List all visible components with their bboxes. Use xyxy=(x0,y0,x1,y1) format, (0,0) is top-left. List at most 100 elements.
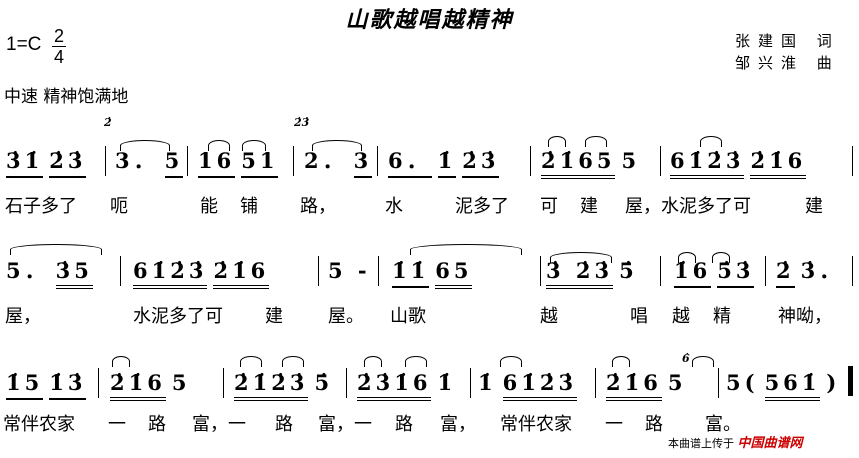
lyric: 建 xyxy=(805,196,823,217)
measure: 2̇3̇． xyxy=(776,258,850,288)
lyric: 神呦， xyxy=(778,306,832,327)
lyric: 屋， xyxy=(5,306,41,327)
barline xyxy=(852,256,853,286)
tie-slur xyxy=(208,140,230,151)
note-group: 3̇． xyxy=(800,258,845,283)
footer: 本曲谱上传于 中国曲谱网 xyxy=(668,432,803,451)
tie-slur xyxy=(612,356,630,367)
note-group: 61̇2̇3̇ xyxy=(502,370,578,401)
lyric: 常伴农家 xyxy=(500,414,572,435)
time-sig-bottom: 4 xyxy=(53,47,64,67)
key-signature: 1=C xyxy=(6,34,42,55)
tie-slur xyxy=(242,140,266,151)
note-group: 2̇1̇6 xyxy=(213,258,270,289)
tie-slur xyxy=(112,356,130,367)
barline xyxy=(718,368,719,398)
note-group: 3̇1̇ xyxy=(6,148,44,178)
barline xyxy=(98,368,99,398)
composer: 邹兴淮 曲 xyxy=(735,54,840,72)
note-group: 1̇ xyxy=(437,148,457,178)
lyric: 路， xyxy=(300,196,336,217)
note-group: 3． xyxy=(115,148,159,173)
measure: 2̇1̇2̇3̇5̇ xyxy=(234,370,339,401)
note-group: 1̇5 xyxy=(6,370,44,400)
tie-slur xyxy=(405,356,427,367)
note-group: 5̇ xyxy=(314,370,334,395)
tie-slur xyxy=(120,140,170,151)
lyric: 越 xyxy=(672,306,690,327)
barline xyxy=(187,146,188,176)
site-logo[interactable]: 中国曲谱网 xyxy=(737,436,803,451)
barline xyxy=(378,256,379,286)
lyric: 可 xyxy=(540,196,558,217)
lyric: 路 xyxy=(148,414,166,435)
note-group: 5． xyxy=(6,258,50,283)
lyric: 建 xyxy=(265,306,283,327)
note-group: ) xyxy=(826,370,841,395)
note-group: 1̇1̇ xyxy=(392,258,430,288)
note-group: 2． xyxy=(304,148,348,173)
note-group: 51 xyxy=(241,148,279,178)
lyricist: 张建国 词 xyxy=(735,32,840,50)
tie-slur xyxy=(364,356,382,367)
lyric: 建 xyxy=(580,196,598,217)
note-group: 5 xyxy=(164,148,184,178)
lyric: 水泥多了可 xyxy=(133,306,223,327)
note-group: 2̇1̇6 xyxy=(750,148,807,179)
measure: 1̇1̇65 xyxy=(392,258,478,289)
note-group: 16 xyxy=(198,148,236,178)
lyric: 一 xyxy=(108,414,126,435)
measure: 3̇1̇2̇3̇ xyxy=(6,148,92,178)
grace-note: 6̇ xyxy=(682,352,690,365)
note-group: 5 xyxy=(621,148,641,173)
note-group: 6． xyxy=(388,148,432,178)
lyric: 泥多了 xyxy=(455,196,509,217)
note-group: 2̇1̇65 xyxy=(541,148,616,179)
note-group: 5 - xyxy=(328,258,371,283)
note-group: 2̇1̇6 xyxy=(110,370,166,401)
time-signature: 2 4 xyxy=(52,26,66,67)
lyric: 唱 xyxy=(630,306,648,327)
tie-slur xyxy=(692,356,714,367)
note-group: 2̇ xyxy=(776,258,795,288)
note-group: 3 xyxy=(353,148,373,178)
note-group: 2̇3̇1̇6 xyxy=(357,370,432,401)
barline xyxy=(318,256,319,286)
lyric: 屋，水泥多了可 xyxy=(625,196,751,217)
barline xyxy=(377,146,378,176)
tempo-marking: 中速 精神饱满地 xyxy=(4,87,129,107)
note-group: 5 xyxy=(667,370,687,395)
note-group: 1̇ xyxy=(478,370,497,395)
measure: 5．3̇5 xyxy=(6,258,99,289)
lyric: 富，一 xyxy=(192,414,246,435)
lyric: 富， xyxy=(440,414,476,435)
tie-slur xyxy=(550,252,612,263)
note-group: 65 xyxy=(435,258,473,289)
barline xyxy=(470,368,471,398)
tie-slur xyxy=(712,252,730,263)
tie-slur xyxy=(240,356,262,367)
note-group: 1̇ xyxy=(437,370,457,395)
barline xyxy=(540,256,541,286)
tie-slur xyxy=(500,356,522,367)
lyric: 路 xyxy=(275,414,293,435)
lyric: 路 xyxy=(395,414,413,435)
tie-slur xyxy=(282,356,304,367)
song-title: 山歌越唱越精神 xyxy=(345,8,514,33)
tie-slur xyxy=(10,244,102,255)
barline xyxy=(105,146,106,176)
barline xyxy=(530,146,531,176)
lyric: 铺 xyxy=(240,196,258,217)
lyric: 富，一 xyxy=(318,414,372,435)
footer-text: 本曲谱上传于 xyxy=(668,437,734,450)
note-group: 61̇2̇3̇ xyxy=(670,148,745,179)
barline xyxy=(765,256,766,286)
lyric: 呃 xyxy=(110,196,128,217)
note-group: 5( xyxy=(726,370,759,395)
measure: 5(561̇) xyxy=(726,370,846,401)
lyric: 水 xyxy=(385,196,403,217)
